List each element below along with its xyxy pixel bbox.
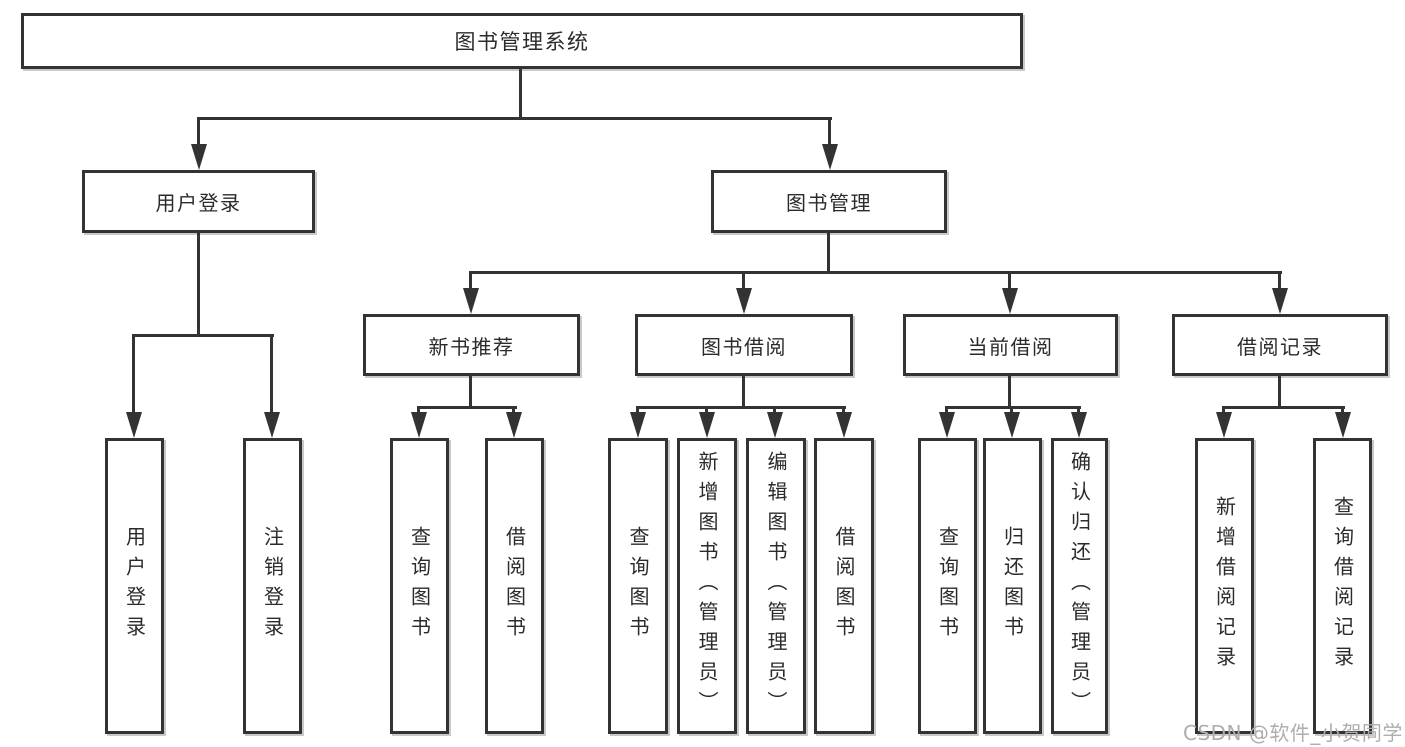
connector-line <box>519 69 522 118</box>
arrowhead-down-icon <box>939 412 955 438</box>
node-label: 图书管理系统 <box>454 30 590 54</box>
connector-line <box>705 406 708 416</box>
node-label: 当前借阅 <box>967 334 1054 359</box>
node-book-management: 图书管理 <box>711 170 947 233</box>
arrowhead-down-icon <box>1071 412 1087 438</box>
leaf-add-books-admin: 新增图书（管理员） <box>677 438 737 734</box>
connector-line <box>469 375 472 408</box>
arrowhead-down-icon <box>822 144 838 170</box>
connector-line <box>1222 406 1345 409</box>
leaf-confirm-return-admin: 确认归还（管理员） <box>1051 438 1108 734</box>
arrowhead-down-icon <box>1272 288 1288 314</box>
connector-line <box>270 334 273 418</box>
arrowhead-down-icon <box>767 412 783 438</box>
leaf-label: 借阅图书 <box>502 526 527 646</box>
node-current-borrow: 当前借阅 <box>903 314 1118 376</box>
leaf-logout: 注销登录 <box>243 438 302 734</box>
leaf-label: 用户登录 <box>122 526 147 646</box>
connector-line <box>469 271 472 291</box>
arrowhead-down-icon <box>463 288 479 314</box>
connector-line <box>1341 406 1344 416</box>
leaf-query-books-borrow: 查询图书 <box>608 438 668 734</box>
node-label: 用户登录 <box>155 191 242 215</box>
arrowhead-down-icon <box>699 412 715 438</box>
node-label: 图书管理 <box>786 191 872 215</box>
leaf-label: 注销登录 <box>260 526 285 646</box>
connector-line <box>828 117 831 147</box>
leaf-label: 查询借阅记录 <box>1330 496 1355 676</box>
leaf-query-books-recommend: 查询图书 <box>390 438 449 734</box>
arrowhead-down-icon <box>506 412 522 438</box>
node-label: 图书借阅 <box>701 334 787 359</box>
leaf-user-login: 用户登录 <box>105 438 164 734</box>
arrowhead-down-icon <box>736 288 752 314</box>
connector-line <box>773 406 776 416</box>
arrowhead-down-icon <box>126 412 142 438</box>
leaf-label: 新增借阅记录 <box>1212 496 1237 676</box>
arrowhead-down-icon <box>1216 412 1232 438</box>
node-new-book-recommend: 新书推荐 <box>363 314 580 376</box>
connector-line <box>742 271 745 291</box>
leaf-return-books: 归还图书 <box>983 438 1042 734</box>
connector-line <box>842 406 845 416</box>
leaf-borrow-books-recommend: 借阅图书 <box>485 438 544 734</box>
leaf-label: 查询图书 <box>935 526 960 646</box>
leaf-query-books-current: 查询图书 <box>918 438 977 734</box>
leaf-query-borrow-record: 查询借阅记录 <box>1313 438 1372 734</box>
arrowhead-down-icon <box>836 412 852 438</box>
connector-line <box>197 233 200 337</box>
leaf-label: 编辑图书（管理员） <box>764 451 788 721</box>
connector-line <box>1008 375 1011 408</box>
connector-line <box>636 406 639 416</box>
node-borrow-records: 借阅记录 <box>1172 314 1388 376</box>
leaf-borrow-books: 借阅图书 <box>814 438 874 734</box>
connector-line <box>197 117 832 120</box>
connector-line <box>1278 271 1281 291</box>
connector-line <box>1010 406 1013 416</box>
node-book-borrow: 图书借阅 <box>635 314 853 376</box>
connector-line <box>945 406 1081 409</box>
connector-line <box>1278 375 1281 408</box>
leaf-label: 新增图书（管理员） <box>695 451 719 721</box>
arrowhead-down-icon <box>411 412 427 438</box>
leaf-label: 借阅图书 <box>832 526 856 646</box>
arrowhead-down-icon <box>1004 412 1020 438</box>
leaf-label: 归还图书 <box>1000 526 1025 646</box>
arrowhead-down-icon <box>264 412 280 438</box>
connector-line <box>132 334 135 418</box>
connector-line <box>1008 271 1011 291</box>
arrowhead-down-icon <box>191 144 207 170</box>
connector-line <box>469 271 1282 274</box>
connector-line <box>417 406 420 416</box>
connector-line <box>1077 406 1080 416</box>
node-root: 图书管理系统 <box>21 13 1023 69</box>
leaf-add-borrow-record: 新增借阅记录 <box>1195 438 1254 734</box>
csdn-watermark: CSDN @软件_小贺同学 <box>1183 721 1403 745</box>
connector-line <box>132 334 274 337</box>
connector-line <box>827 233 830 274</box>
node-user-login: 用户登录 <box>82 170 315 233</box>
arrowhead-down-icon <box>1002 288 1018 314</box>
leaf-edit-books-admin: 编辑图书（管理员） <box>746 438 806 734</box>
arrowhead-down-icon <box>1335 412 1351 438</box>
node-label: 新书推荐 <box>428 334 515 359</box>
leaf-label: 查询图书 <box>407 526 432 646</box>
leaf-label: 确认归还（管理员） <box>1067 451 1092 721</box>
connector-line <box>197 117 200 147</box>
connector-line <box>945 406 948 416</box>
connector-line <box>636 406 846 409</box>
connector-line <box>512 406 515 416</box>
connector-line <box>1222 406 1225 416</box>
connector-line <box>417 406 517 409</box>
arrowhead-down-icon <box>630 412 646 438</box>
node-label: 借阅记录 <box>1237 334 1323 359</box>
connector-line <box>742 375 745 408</box>
leaf-label: 查询图书 <box>626 526 650 646</box>
